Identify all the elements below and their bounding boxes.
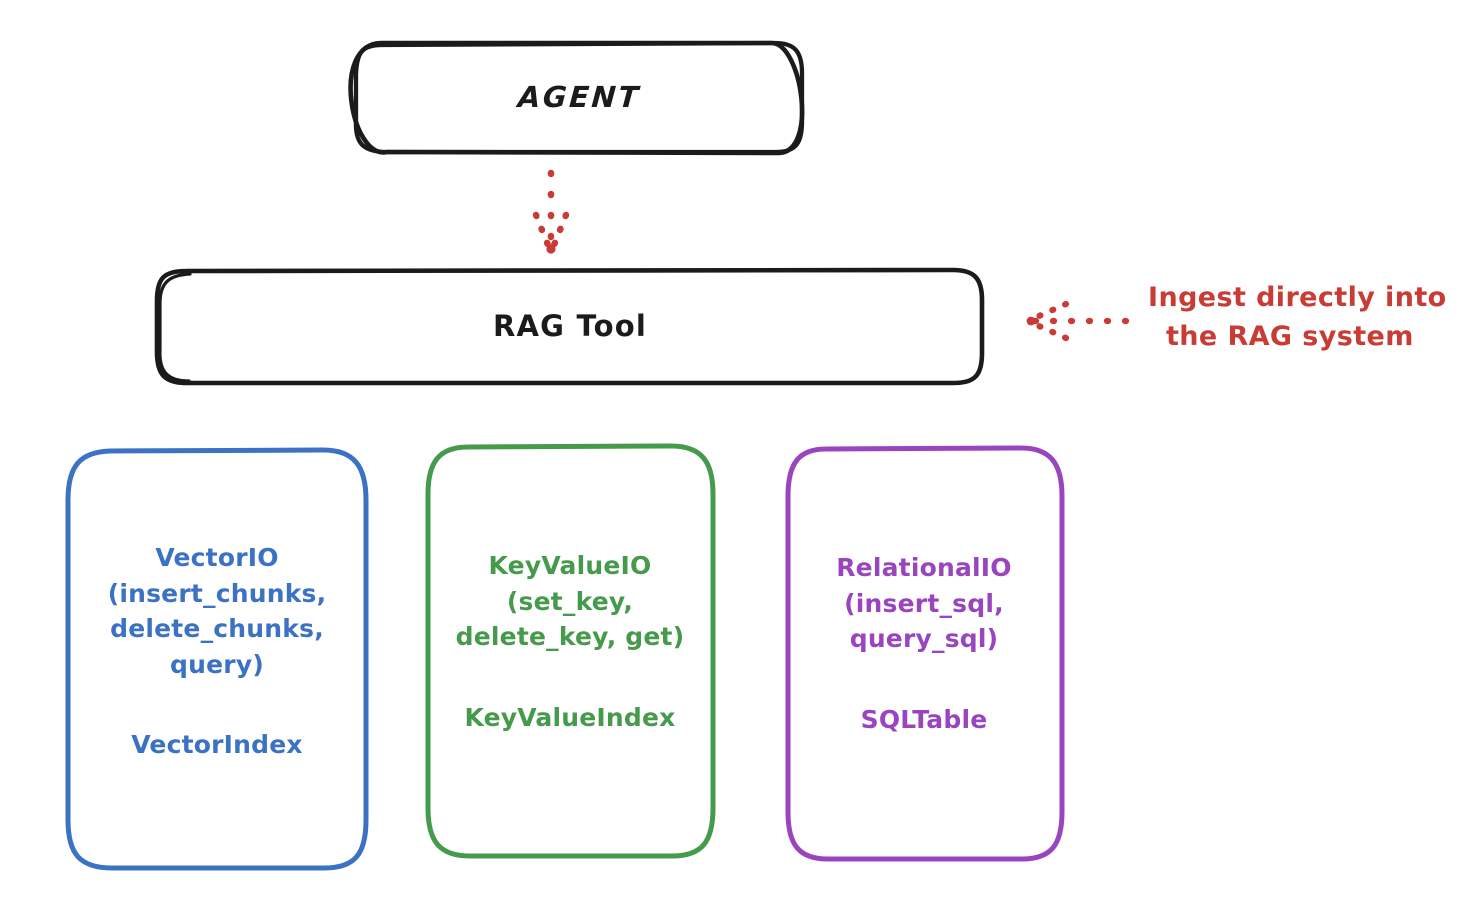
agent-label: AGENT <box>516 80 642 115</box>
vector-index-label: VectorIndex <box>131 730 303 759</box>
ingest-annotation-line-1: Ingest directly into <box>1148 282 1447 313</box>
key-value-io-label: KeyValueIO (set_key, delete_key, get) <box>455 551 685 651</box>
ingest-connector <box>1026 300 1130 342</box>
key-value-io-box-outline <box>425 443 716 859</box>
rag-tool-box-outline <box>154 267 985 386</box>
vector-io-box-outline <box>65 447 369 871</box>
ingest-annotation: Ingest directly into the RAG system <box>1148 278 1478 357</box>
ingest-annotation-line-2: the RAG system <box>1166 321 1414 353</box>
key-value-index-label: KeyValueIndex <box>464 702 676 732</box>
agent-node[interactable]: AGENT <box>355 42 803 154</box>
agent-box-outline <box>348 40 805 156</box>
agent-to-rag-connector <box>532 169 570 254</box>
relational-io-node[interactable]: RelationalIO (insert_sql, query_sql) SQL… <box>786 446 1062 860</box>
relational-io-box-outline <box>785 445 1065 862</box>
rag-tool-node[interactable]: RAG Tool <box>157 270 983 384</box>
vector-io-label: VectorIO (insert_chunks, delete_chunks, … <box>107 543 327 679</box>
vector-io-node[interactable]: VectorIO (insert_chunks, delete_chunks, … <box>66 448 368 870</box>
relational-io-label: RelationalIO (insert_sql, query_sql) <box>836 553 1012 653</box>
rag-tool-label: RAG Tool <box>493 309 647 344</box>
sql-table-label: SQLTable <box>860 704 988 734</box>
key-value-io-node[interactable]: KeyValueIO (set_key, delete_key, get) Ke… <box>426 444 714 856</box>
